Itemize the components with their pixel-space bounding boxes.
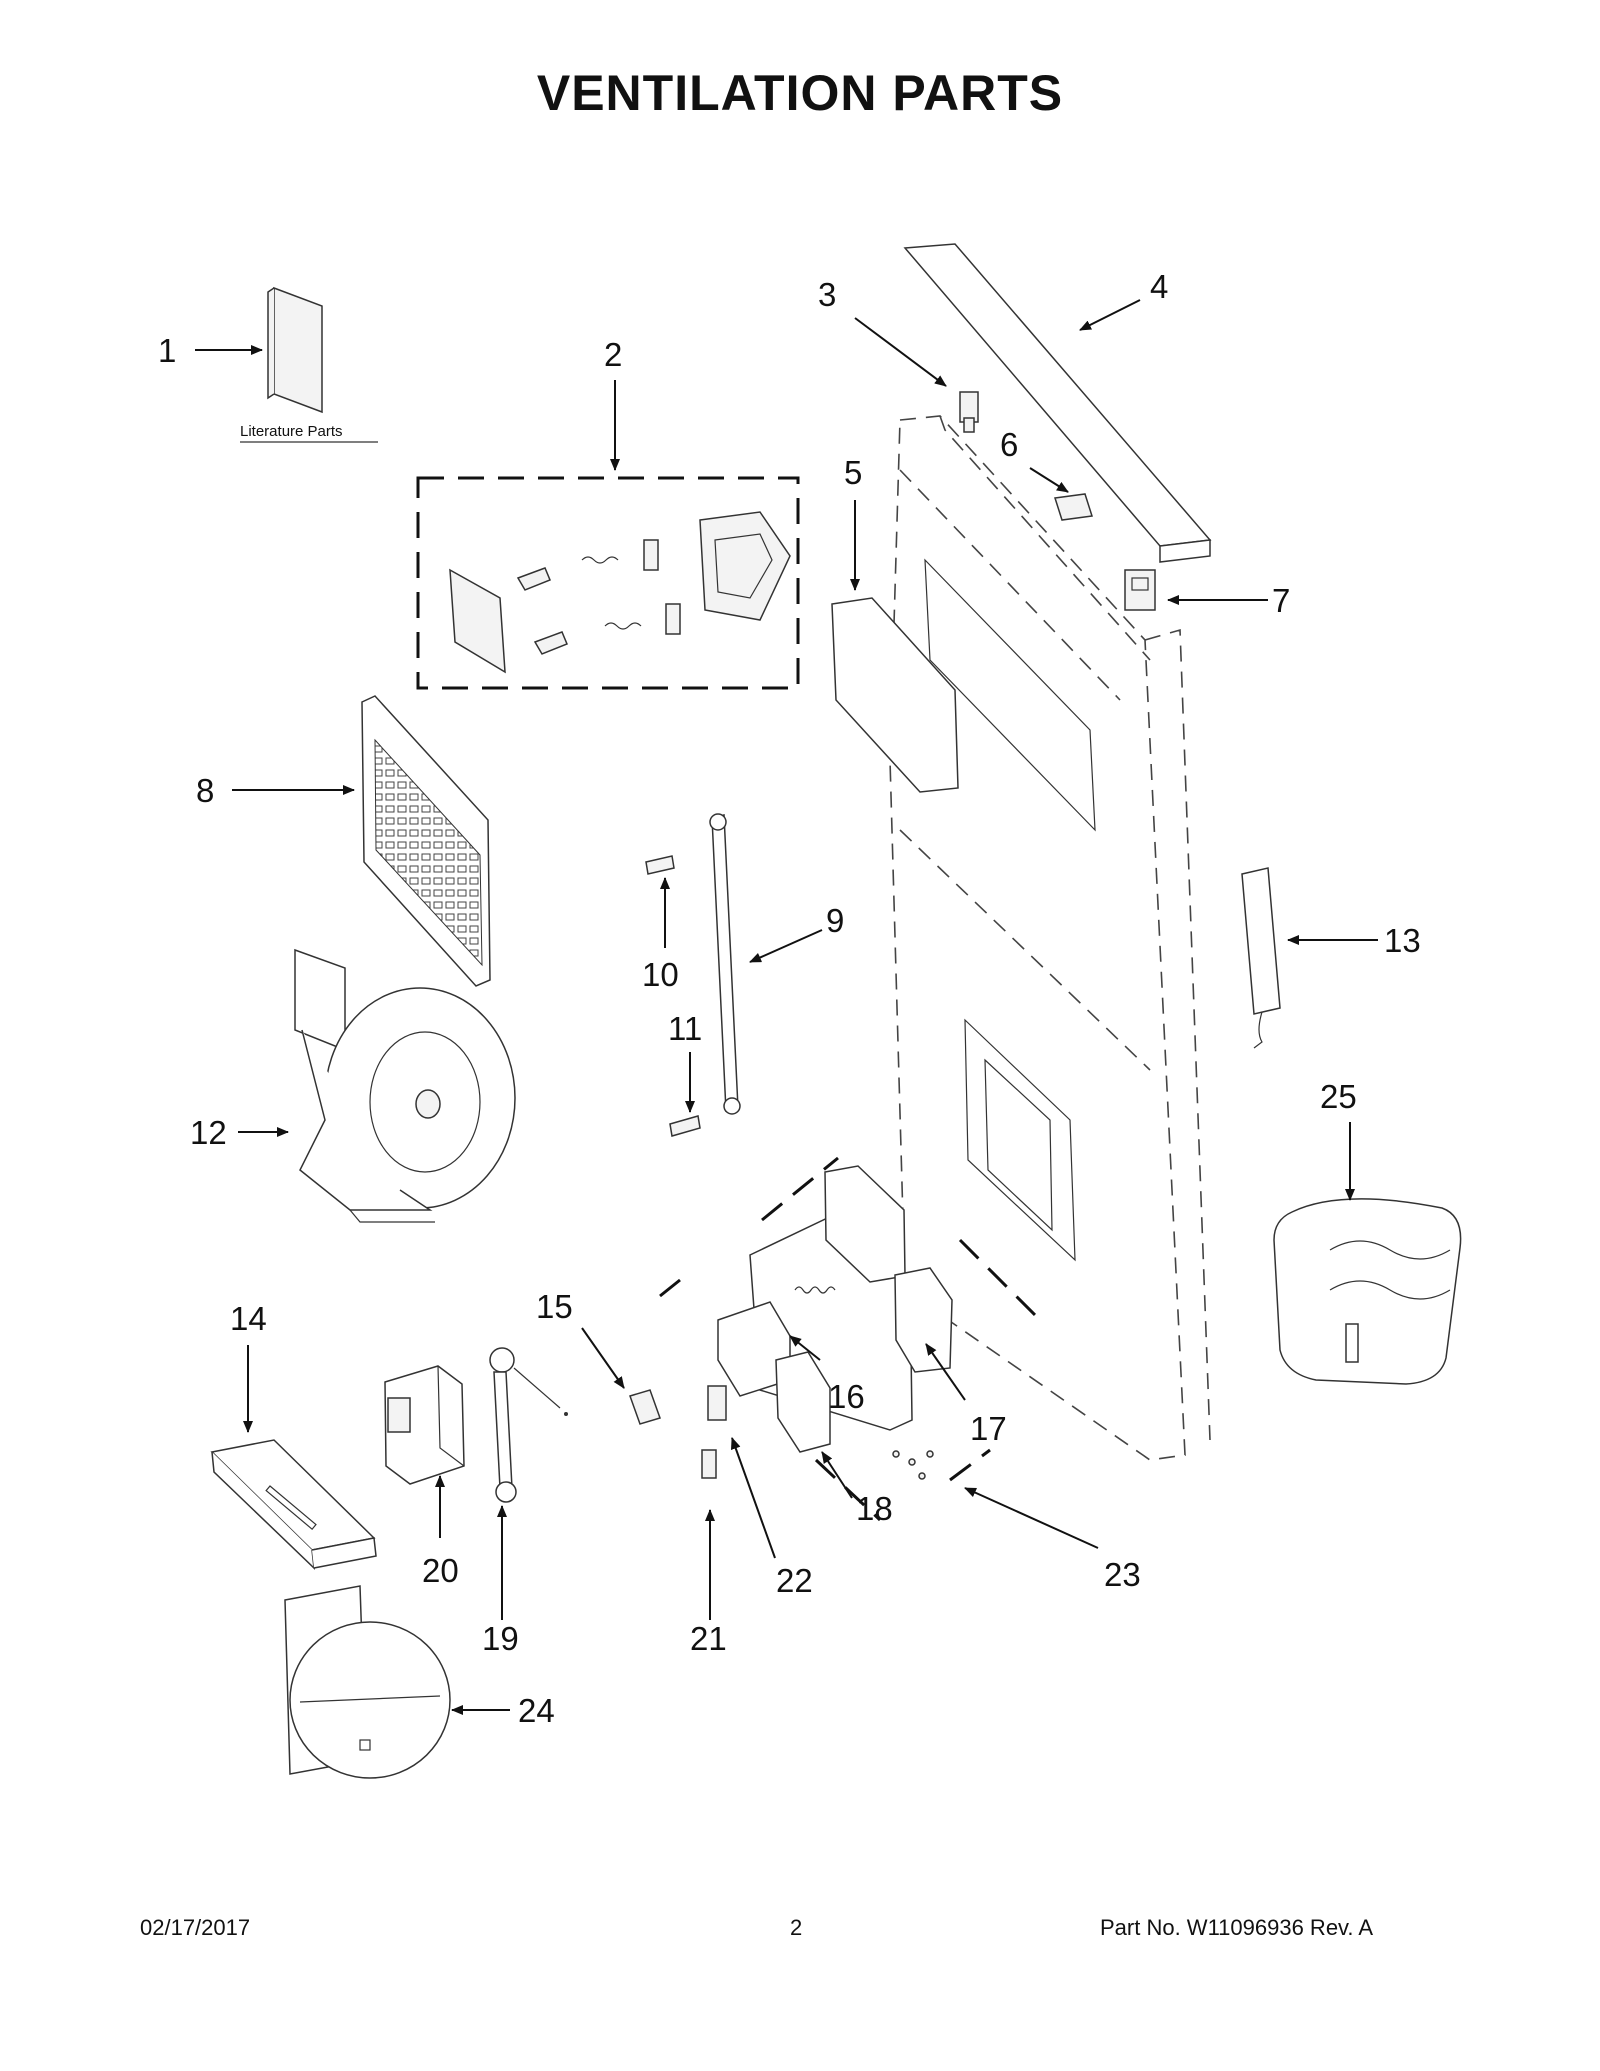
part-15-part xyxy=(629,1389,661,1425)
callout-11: 11 xyxy=(668,1010,702,1047)
callout-labels: 1 2 3 4 5 6 7 8 9 10 11 12 13 14 15 16 1… xyxy=(158,268,1421,1729)
damper-assembly xyxy=(659,1156,1042,1522)
callout-15: 15 xyxy=(536,1288,573,1325)
part-25-bag xyxy=(1273,1198,1462,1385)
part-1-literature: Literature Parts xyxy=(240,286,378,443)
part-13-module xyxy=(1241,867,1281,1049)
part-2-kit xyxy=(416,476,800,690)
part-6-clip xyxy=(1054,493,1093,521)
part-14-tray xyxy=(210,1439,377,1570)
part-10-screw xyxy=(645,855,675,875)
footer-page-number: 2 xyxy=(790,1915,803,1940)
callout-12: 12 xyxy=(190,1114,227,1151)
callout-24: 24 xyxy=(518,1692,555,1729)
footer-part-number: Part No. W11096936 Rev. A xyxy=(1100,1915,1374,1940)
callout-1: 1 xyxy=(158,332,176,369)
part-20-transformer xyxy=(384,1365,465,1485)
callout-3: 3 xyxy=(818,276,836,313)
callout-6: 6 xyxy=(1000,426,1018,463)
callout-19: 19 xyxy=(482,1620,519,1657)
callout-8: 8 xyxy=(196,772,214,809)
callout-25: 25 xyxy=(1320,1078,1357,1115)
callout-4: 4 xyxy=(1150,268,1168,305)
callout-16: 16 xyxy=(828,1378,865,1415)
callout-13: 13 xyxy=(1384,922,1421,959)
main-housing xyxy=(889,415,1211,1461)
callout-7: 7 xyxy=(1272,582,1290,619)
footer-date: 02/17/2017 xyxy=(140,1915,251,1940)
part-24-collar xyxy=(284,1585,451,1779)
callout-2: 2 xyxy=(604,336,622,373)
callout-arrows xyxy=(195,299,1378,1715)
callout-21: 21 xyxy=(690,1620,727,1657)
callout-14: 14 xyxy=(230,1300,267,1337)
part-3-screw xyxy=(959,391,979,433)
part-19-link xyxy=(489,1347,568,1503)
callout-22: 22 xyxy=(776,1562,813,1599)
callout-23: 23 xyxy=(1104,1556,1141,1593)
part-11-screw xyxy=(669,1115,701,1137)
part-5-front-panel xyxy=(831,597,959,793)
part-12-blower xyxy=(294,948,516,1223)
part-8-grille xyxy=(361,695,491,987)
part-7-switch xyxy=(1124,569,1156,611)
literature-parts-label: Literature Parts xyxy=(240,423,343,440)
part-4-trim-bar xyxy=(903,243,1212,563)
callout-9: 9 xyxy=(826,902,844,939)
part-9-rod xyxy=(709,813,741,1115)
callout-20: 20 xyxy=(422,1552,459,1589)
callout-17: 17 xyxy=(970,1410,1007,1447)
callout-10: 10 xyxy=(642,956,679,993)
page-title: VENTILATION PARTS xyxy=(536,65,1064,121)
callout-18: 18 xyxy=(856,1490,893,1527)
callout-5: 5 xyxy=(844,454,862,491)
